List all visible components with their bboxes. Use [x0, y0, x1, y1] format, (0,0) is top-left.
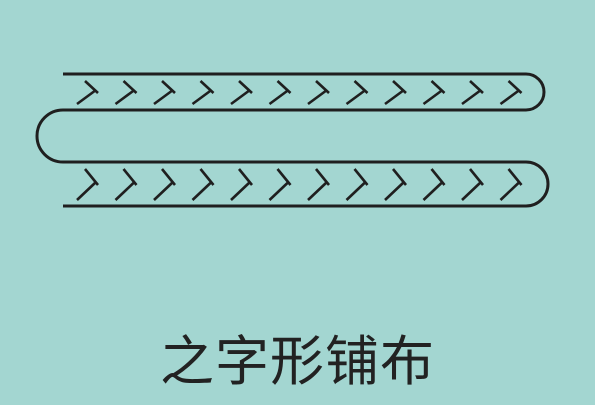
top-layer-hatch-lower: [422, 88, 444, 106]
top-layer-hatch-lower: [153, 88, 174, 106]
bottom-layer-hatch-lower: [268, 181, 290, 201]
bottom-layer-hatch-lower: [76, 181, 97, 201]
bottom-layer-hatch-lower: [345, 181, 367, 201]
top-layer-hatching: [76, 80, 523, 106]
bottom-layer-hatch-lower: [499, 181, 521, 201]
bottom-layer-hatch-lower: [307, 181, 328, 201]
bottom-layer-hatch-lower: [191, 181, 213, 201]
bottom-layer-hatch-lower: [461, 181, 482, 201]
bottom-layer-hatch-lower: [384, 181, 405, 201]
top-layer-hatch-lower: [76, 88, 97, 106]
top-layer-hatch-lower: [268, 88, 290, 106]
fabric-outline: [35, 72, 550, 208]
top-layer-hatch-lower: [191, 88, 213, 106]
top-layer-hatch-lower: [499, 88, 521, 106]
bottom-layer-hatch-lower: [114, 181, 136, 201]
top-layer-hatch-lower: [230, 88, 251, 106]
bottom-layer-hatch-lower: [422, 181, 444, 201]
bottom-layer-hatch-lower: [230, 181, 251, 201]
top-layer-hatch-lower: [114, 88, 136, 106]
top-layer-hatch-lower: [307, 88, 328, 106]
top-layer-hatch-lower: [345, 88, 367, 106]
bottom-layer-hatching: [76, 168, 523, 201]
top-layer-hatch-lower: [461, 88, 482, 106]
top-layer-hatch-lower: [384, 88, 405, 106]
diagram-caption: 之字形铺布: [160, 330, 435, 393]
bottom-layer-hatch-lower: [153, 181, 174, 201]
